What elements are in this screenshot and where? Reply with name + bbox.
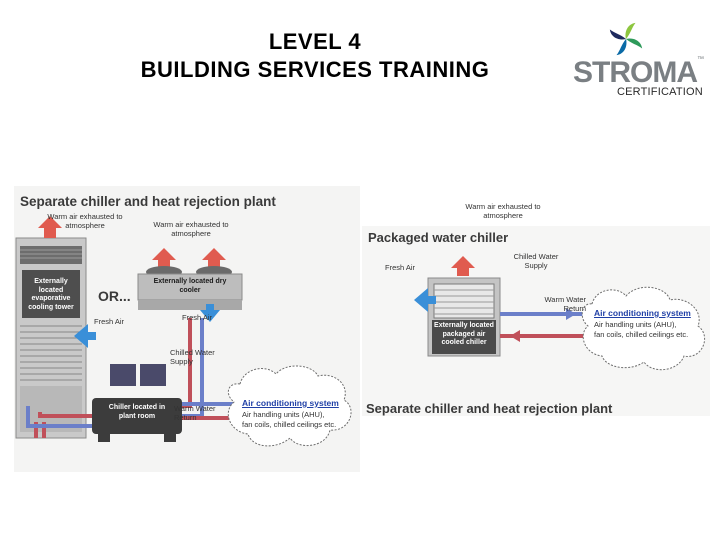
right-warm-air-label: Warm air exhausted to atmosphere	[465, 202, 541, 220]
flow-arrow-icon	[510, 330, 520, 342]
chiller-label: Chiller located in plant room	[108, 404, 166, 420]
right-ac-system-line-2: fan coils, chilled ceilings etc.	[594, 330, 689, 339]
ac-system-title: Air conditioning system	[242, 398, 339, 408]
title-line-1: LEVEL 4	[268, 29, 362, 54]
page-title: LEVEL 4 BUILDING SERVICES TRAINING	[0, 28, 630, 84]
right-heading: Packaged water chiller	[368, 230, 509, 245]
ac-system-line-2: fan coils, chilled ceilings etc.	[242, 420, 337, 429]
warm-air-arrow-icon	[38, 216, 62, 238]
warm-water-return-label: Warm Water Return	[174, 404, 216, 422]
fresh-air-arrow-icon	[414, 288, 436, 312]
stroma-logo: STROMA™ CERTIFICATION	[565, 20, 704, 100]
pinwheel-logo-icon	[609, 22, 643, 56]
cooling-tower-label: Externally located evaporative cooling t…	[28, 278, 74, 311]
right-chiller-label: Externally located packaged air cooled c…	[434, 322, 494, 346]
warm-air-arrow-icon	[152, 248, 176, 268]
packaged-chiller-icon	[427, 277, 501, 357]
flow-arrow-icon	[566, 308, 576, 320]
or-text: OR...	[98, 288, 131, 304]
cloud-shape	[227, 365, 352, 447]
right-diagram-graphics	[362, 226, 710, 416]
fresh-air-arrow-icon	[200, 304, 220, 322]
right-caption: Separate chiller and heat rejection plan…	[366, 401, 613, 416]
title-line-2: BUILDING SERVICES TRAINING	[140, 57, 490, 82]
logo-certification: CERTIFICATION	[617, 86, 703, 98]
fresh-air-label-1: Fresh Air	[93, 317, 124, 326]
warm-air-label-1: Warm air exhausted to atmosphere	[47, 212, 123, 230]
right-ac-system-line-1: Air handling units (AHU),	[594, 320, 677, 329]
dry-cooler-icon	[137, 266, 243, 310]
fresh-air-arrow-icon	[74, 324, 96, 348]
warm-air-label-2: Warm air exhausted to atmosphere	[153, 220, 229, 238]
chiller-unit-icon	[92, 364, 182, 442]
left-diagram: Separate chiller and heat rejection plan…	[14, 186, 360, 472]
fresh-air-label-2: Fresh Air	[181, 313, 212, 322]
cloud-shape	[581, 286, 705, 371]
ac-system-line-1: Air handling units (AHU),	[242, 410, 325, 419]
logo-trademark: ™	[697, 56, 704, 63]
right-fresh-air-label: Fresh Air	[384, 263, 415, 272]
warm-air-arrow-icon	[451, 256, 475, 276]
chilled-water-supply-label: Chilled Water Supply	[170, 348, 215, 366]
right-diagram: Warm air exhausted to atmosphere Package…	[362, 196, 710, 430]
right-warm-water-return-label: Warm Water Return	[544, 295, 586, 313]
warm-air-arrow-icon	[202, 248, 226, 268]
dry-cooler-label: Externally located dry cooler	[153, 278, 227, 294]
left-heading: Separate chiller and heat rejection plan…	[20, 194, 276, 209]
right-ac-system-title: Air conditioning system	[594, 308, 691, 318]
right-chilled-water-supply-label: Chilled Water Supply	[513, 252, 559, 270]
logo-wordmark: STROMA™	[573, 56, 704, 90]
left-diagram-graphics	[15, 216, 352, 447]
logo-word-text: STROMA	[573, 56, 698, 89]
